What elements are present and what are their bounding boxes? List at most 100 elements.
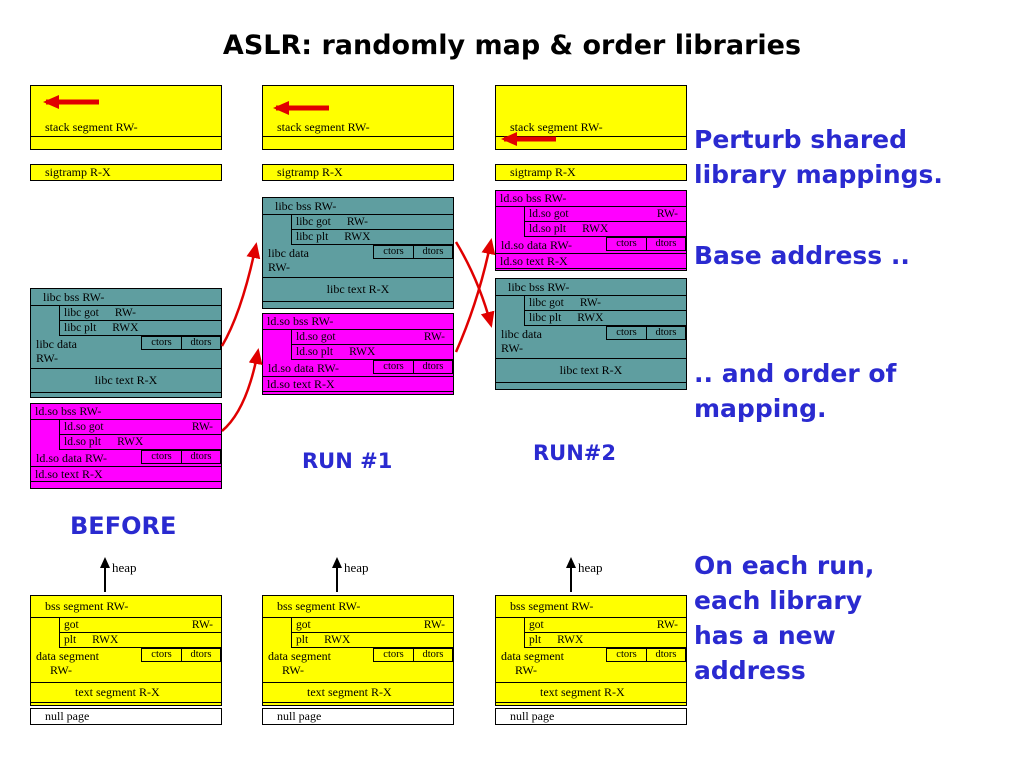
sigtramp-label: sigtramp R-X <box>277 165 343 179</box>
libc-bss-row: libc bss RW- <box>31 289 221 306</box>
data-segment-label: data segment RW- <box>501 649 564 678</box>
ldso-data-label: ld.so data RW- <box>268 361 339 375</box>
note-order: .. and order of mapping. <box>694 359 897 423</box>
ctors-dtors: ctors dtors <box>373 360 453 374</box>
got-perm: RW- <box>191 618 213 631</box>
ldso-data-text: ld.so data RW- <box>501 238 572 252</box>
libc-plt-row: libc plt RWX <box>524 311 686 326</box>
got-perm: RW- <box>423 618 445 631</box>
ldso-plt-perm: RWX <box>349 345 376 358</box>
libc-plt-label: libc plt <box>296 230 329 243</box>
ldso-plt-row: ld.so plt RWX <box>291 345 453 360</box>
ldso-got-perm: RW- <box>656 207 678 220</box>
slide-title: ASLR: randomly map & order libraries <box>222 30 802 61</box>
plt-perm: RWX <box>557 633 584 646</box>
ldso-got-row: ld.so got RW- <box>291 330 453 345</box>
got-label: got <box>296 618 311 631</box>
ldso-plt-label: ld.so plt <box>296 345 334 358</box>
ldso-got-label: ld.so got <box>64 420 104 433</box>
got-row: got RW- <box>59 618 221 633</box>
null-page-before: null page <box>30 708 222 725</box>
dtors-box: dtors <box>181 336 221 350</box>
libc-text-row: libc text R-X <box>496 359 686 383</box>
libc-got-label: libc got <box>64 306 99 319</box>
libc-data-perm: RW- <box>501 341 524 356</box>
dtors-box: dtors <box>413 648 453 662</box>
data-segment-text: data segment <box>268 649 331 663</box>
ldso-data-text: ld.so data RW- <box>36 451 107 465</box>
libc-data-perm: RW- <box>36 351 59 366</box>
data-segment-row: data segment RW- ctors dtors <box>31 648 221 683</box>
ctors-box: ctors <box>606 648 646 662</box>
exe-block-run2: bss segment RW- got RW- plt RWX data seg… <box>495 595 687 706</box>
got-row: got RW- <box>524 618 686 633</box>
libc-data-label: libc data RW- <box>501 327 542 356</box>
got-perm: RW- <box>656 618 678 631</box>
before-caption: BEFORE <box>70 512 177 540</box>
ldso-bss-row: ld.so bss RW- <box>263 314 453 330</box>
dtors-box: dtors <box>413 360 453 374</box>
heap-label-run2: heap <box>578 560 603 575</box>
libc-data-text: libc data <box>501 327 542 341</box>
ctors-dtors: ctors dtors <box>606 648 686 662</box>
libc-got-label: libc got <box>296 215 331 228</box>
data-segment-label: data segment RW- <box>36 649 99 678</box>
dtors-box: dtors <box>181 450 221 464</box>
libc-remap-arrow-run1 <box>220 242 261 347</box>
exe-block-before: bss segment RW- got RW- plt RWX data seg… <box>30 595 222 706</box>
ctors-dtors: ctors dtors <box>606 326 686 340</box>
note-perturb: Perturb shared library mappings. <box>694 125 943 189</box>
libc-got-row: libc got RW- <box>291 215 453 230</box>
ldso-text-row: ld.so text R-X <box>496 254 686 269</box>
data-segment-row: data segment RW- ctors dtors <box>496 648 686 683</box>
sigtramp-label: sigtramp R-X <box>510 165 576 179</box>
ldso-data-row: ld.so data RW- ctors dtors <box>31 450 221 467</box>
libc-data-text: libc data <box>36 337 77 351</box>
ctors-box: ctors <box>606 237 646 251</box>
libc-got-row: libc got RW- <box>59 306 221 321</box>
ldso-block-before: ld.so bss RW- ld.so got RW- ld.so plt RW… <box>30 403 222 489</box>
libc-data-row: libc data RW- ctors dtors <box>496 326 686 359</box>
plt-row: plt RWX <box>291 633 453 648</box>
bss-segment-row: bss segment RW- <box>496 596 686 618</box>
ctors-box: ctors <box>141 648 181 662</box>
ctors-dtors: ctors dtors <box>606 237 686 251</box>
heap-label-run1: heap <box>344 560 369 575</box>
libc-block-run1: libc bss RW- libc got RW- libc plt RWX l… <box>262 197 454 309</box>
ldso-remap-arrow-run2 <box>454 238 496 353</box>
ctors-dtors: ctors dtors <box>141 648 221 662</box>
plt-perm: RWX <box>324 633 351 646</box>
libc-plt-label: libc plt <box>529 311 562 324</box>
got-label: got <box>529 618 544 631</box>
ctors-box: ctors <box>373 648 413 662</box>
stack-label: stack segment RW- <box>31 120 221 137</box>
ldso-block-run1: ld.so bss RW- ld.so got RW- ld.so plt RW… <box>262 313 454 395</box>
ctors-box: ctors <box>373 245 413 259</box>
text-segment-row: text segment R-X <box>496 683 686 703</box>
libc-got-perm: RW- <box>114 306 136 319</box>
ldso-got-label: ld.so got <box>296 330 336 343</box>
ldso-remap-arrow-run1 <box>221 348 263 432</box>
ldso-data-label: ld.so data RW- <box>36 451 107 465</box>
ctors-dtors: ctors dtors <box>373 245 453 259</box>
ctors-dtors: ctors dtors <box>141 450 221 464</box>
ldso-plt-perm: RWX <box>117 435 144 448</box>
run1-caption: RUN #1 <box>302 449 393 473</box>
sigtramp-segment-before: sigtramp R-X <box>30 164 222 181</box>
libc-block-run2: libc bss RW- libc got RW- libc plt RWX l… <box>495 278 687 390</box>
note-each-run: On each run, each library has a new addr… <box>694 551 875 685</box>
plt-perm: RWX <box>92 633 119 646</box>
libc-got-perm: RW- <box>579 296 601 309</box>
libc-data-label: libc data RW- <box>36 337 77 366</box>
libc-data-perm: RW- <box>268 260 291 275</box>
stack-segment-run2: stack segment RW- <box>495 85 687 150</box>
libc-got-row: libc got RW- <box>524 296 686 311</box>
run2-caption: RUN#2 <box>533 441 617 465</box>
ctors-box: ctors <box>141 450 181 464</box>
data-segment-row: data segment RW- ctors dtors <box>263 648 453 683</box>
text-segment-row: text segment R-X <box>263 683 453 703</box>
plt-label: plt <box>64 633 77 646</box>
libc-text-row: libc text R-X <box>31 369 221 393</box>
ctors-dtors: ctors dtors <box>141 336 221 350</box>
